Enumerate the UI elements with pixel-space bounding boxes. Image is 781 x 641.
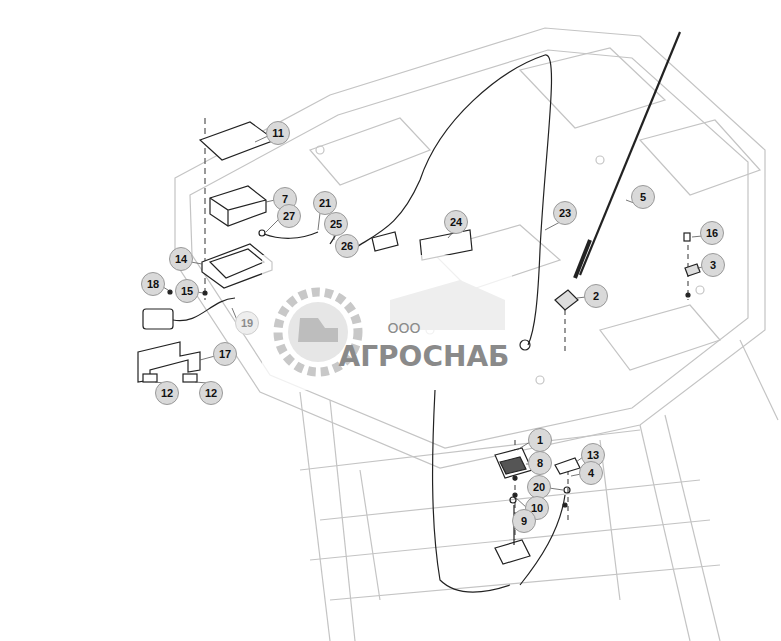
callout-number: 11 [266, 121, 290, 145]
watermark-text: ООО [387, 321, 420, 335]
leader-lines [155, 136, 703, 530]
callout-number: 9 [512, 509, 536, 533]
callout-number: 3 [701, 253, 725, 277]
callout-number: 8 [528, 451, 552, 475]
watermark-text: АГРОСНАБ [339, 343, 510, 371]
callout-number: 24 [444, 210, 468, 234]
callout-number: 27 [277, 204, 301, 228]
cab-outline [175, 28, 778, 641]
callout-number: 4 [579, 461, 603, 485]
callout-number: 18 [141, 272, 165, 296]
callout-number: 16 [700, 221, 724, 245]
callout-number: 19 [235, 311, 259, 335]
callout-number: 1 [528, 428, 552, 452]
callout-number: 12 [155, 381, 179, 405]
callout-number: 15 [175, 279, 199, 303]
callout-number: 26 [335, 234, 359, 258]
callout-number: 14 [169, 247, 193, 271]
callout-number: 17 [213, 342, 237, 366]
callout-number: 5 [631, 185, 655, 209]
callout-number: 12 [199, 381, 223, 405]
callout-number: 2 [584, 284, 608, 308]
watermark-logo [262, 255, 512, 390]
parts [138, 32, 700, 592]
callout-number: 25 [324, 212, 348, 236]
callout-number: 23 [553, 201, 577, 225]
